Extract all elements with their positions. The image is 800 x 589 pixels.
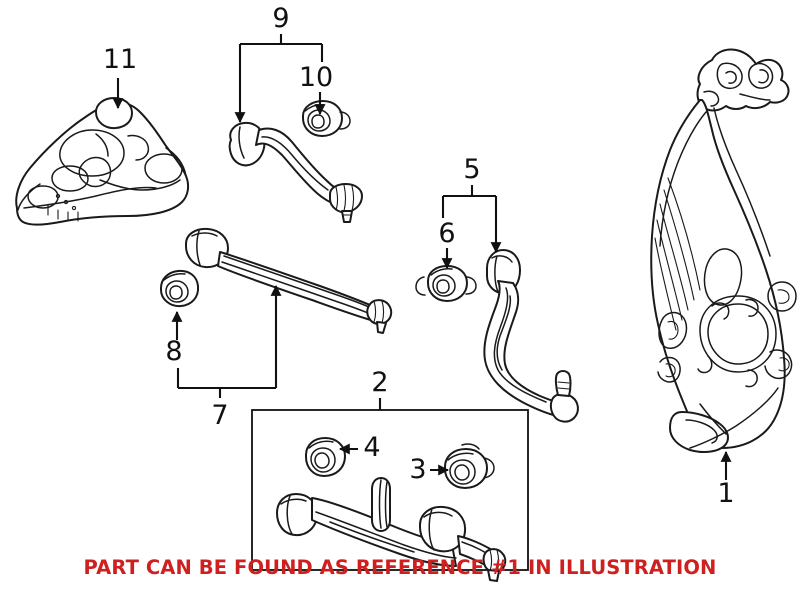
callout-8-label: 8 bbox=[165, 336, 182, 367]
callout-4-label: 4 bbox=[363, 432, 380, 463]
callout-6: 6 bbox=[438, 218, 456, 270]
part-2-lower-control-arm-assembly bbox=[276, 477, 507, 582]
callout-5: 5 bbox=[441, 154, 502, 254]
callout-10-label: 10 bbox=[299, 62, 333, 93]
group-box-lower-control-arm bbox=[251, 409, 529, 571]
callout-11-label: 11 bbox=[103, 44, 137, 75]
part-5-front-lower-control-arm bbox=[483, 249, 579, 423]
callout-7: 7 bbox=[176, 284, 282, 431]
callout-7-label: 7 bbox=[211, 400, 228, 431]
callout-9-label: 9 bbox=[272, 3, 289, 34]
reference-caption: PART CAN BE FOUND AS REFERENCE #1 IN ILL… bbox=[83, 556, 717, 579]
callout-9: 9 bbox=[234, 3, 324, 124]
part-7-tension-strut bbox=[185, 227, 393, 334]
callout-2-label: 2 bbox=[371, 367, 388, 398]
part-8-bushing-tension-strut bbox=[160, 269, 200, 308]
part-10-bushing-upper-arm bbox=[302, 100, 351, 137]
part-9-upper-control-arm bbox=[228, 121, 363, 223]
callout-3-label: 3 bbox=[409, 454, 426, 485]
callout-2: 2 bbox=[371, 367, 389, 410]
part-3-bushing-rear bbox=[444, 443, 495, 489]
callout-3: 3 bbox=[409, 454, 450, 485]
callout-1-label: 1 bbox=[717, 478, 734, 509]
callout-11: 11 bbox=[103, 44, 137, 110]
part-11-upper-arm-bracket-casting bbox=[15, 97, 190, 226]
part-4-bushing-front bbox=[305, 437, 346, 477]
callout-8: 8 bbox=[165, 310, 183, 367]
part-6-bushing-control-arm bbox=[415, 265, 477, 302]
callout-4: 4 bbox=[338, 432, 381, 463]
callout-1: 1 bbox=[717, 450, 735, 509]
callout-6-label: 6 bbox=[438, 218, 455, 249]
part-1-steering-knuckle bbox=[650, 48, 797, 453]
callout-10: 10 bbox=[299, 62, 333, 116]
callout-5-label: 5 bbox=[463, 154, 480, 185]
